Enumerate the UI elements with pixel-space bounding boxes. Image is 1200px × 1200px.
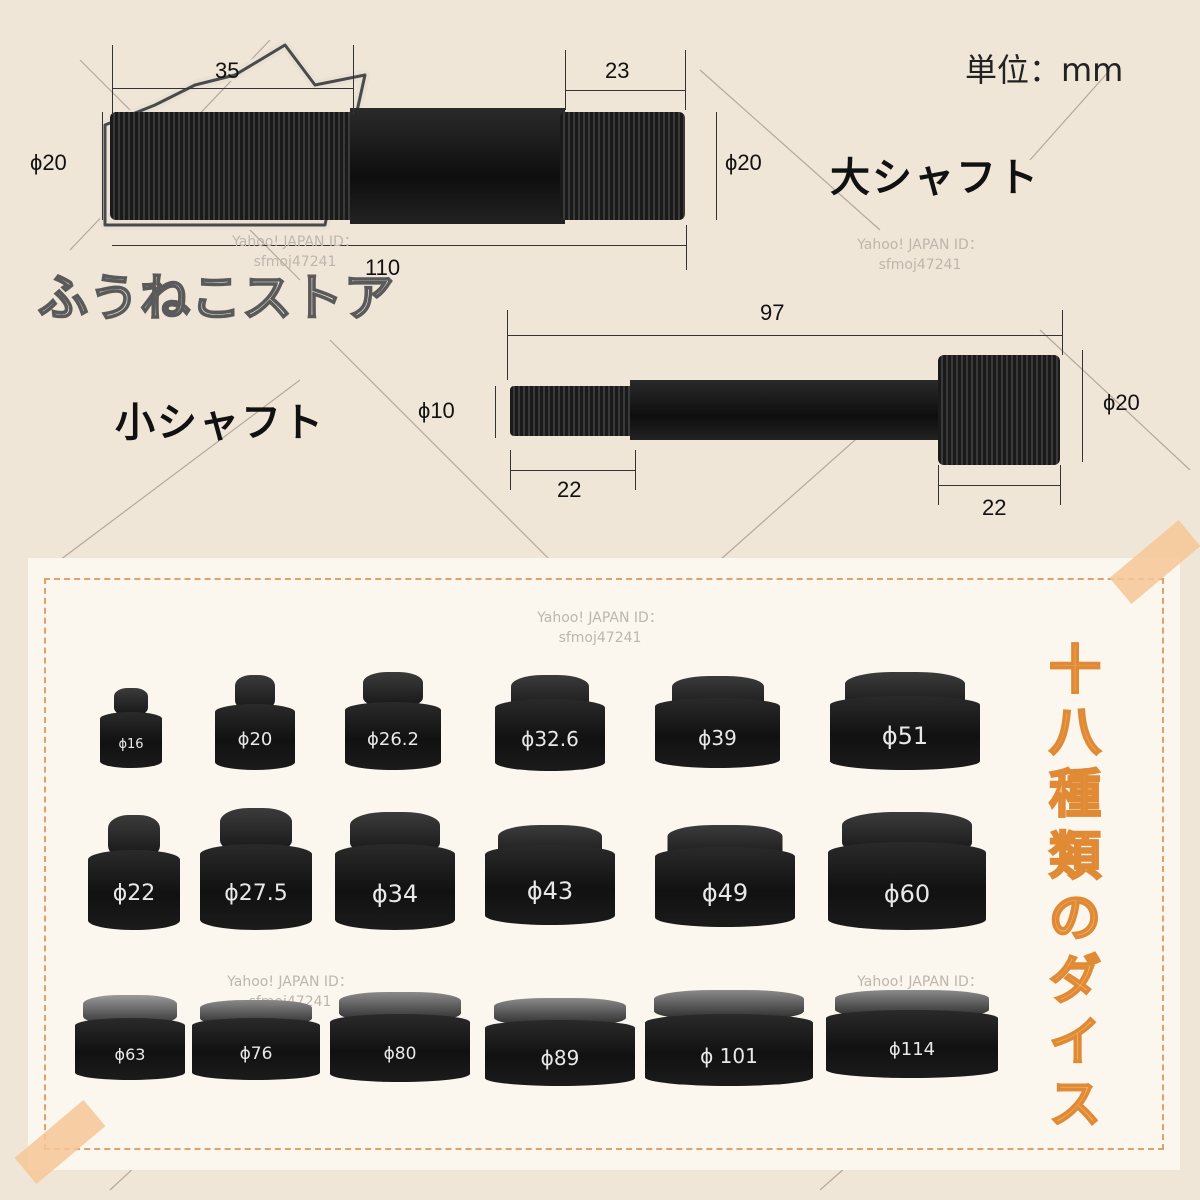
- dia-right-line: [716, 112, 717, 220]
- large-shaft-title: 大シャフト: [830, 155, 1040, 201]
- dim-22-left-line: [510, 470, 635, 471]
- die-27-5: ϕ27.5: [200, 808, 312, 930]
- watermark: Yahoo! JAPAN ID：sfmoj47241: [537, 610, 663, 646]
- dies-caption: 十八種類のダイス: [1048, 640, 1102, 1136]
- dim-35-label: 35: [215, 58, 240, 83]
- dim-23-ext-right: [685, 50, 686, 110]
- die-101: ϕ 101: [645, 990, 813, 1086]
- large-shaft-dia-left: ϕ20: [30, 150, 67, 175]
- dim-23-ext-left: [565, 50, 566, 110]
- large-shaft-body: [350, 108, 565, 224]
- dim-97-label: 97: [760, 300, 785, 325]
- small-shaft-dia-right: ϕ20: [1103, 390, 1140, 415]
- die-34: ϕ34: [335, 812, 455, 930]
- small-shaft-dia-left: ϕ10: [418, 398, 455, 423]
- dia-left-line: [102, 112, 103, 220]
- die-32-6: ϕ32.6: [495, 675, 605, 771]
- dim-97-ext-right: [1062, 310, 1063, 355]
- die-60: ϕ60: [828, 812, 986, 930]
- die-63: ϕ63: [75, 995, 185, 1080]
- small-shaft-thread-left: [510, 386, 635, 436]
- die-22: ϕ22: [88, 815, 180, 930]
- die-39: ϕ39: [655, 676, 780, 768]
- die-16: ϕ16: [100, 688, 162, 768]
- dim-110-ext-right: [686, 225, 687, 270]
- dim-22-left-ext2: [635, 450, 636, 490]
- dim-23-line: [565, 90, 685, 91]
- store-logo-cat-icon: [100, 40, 390, 230]
- dim-22-left-ext: [510, 450, 511, 490]
- dim-35-ext-left: [112, 45, 113, 115]
- small-shaft-dim-22-left: 22: [557, 477, 582, 502]
- large-shaft-dia-right: ϕ20: [725, 150, 762, 175]
- store-logo-text: ふうねこストア: [37, 268, 395, 328]
- die-20: ϕ20: [215, 675, 295, 770]
- dim-110-line: [112, 245, 686, 246]
- unit-label: 単位：mm: [965, 51, 1124, 89]
- die-76: ϕ76: [192, 1000, 320, 1080]
- die-51: ϕ51: [830, 672, 980, 770]
- dim-22-right-ext2: [1060, 465, 1061, 505]
- dim-35-line: [112, 88, 354, 89]
- die-114: ϕ114: [826, 990, 998, 1078]
- dies-panel-border: [44, 578, 1164, 1150]
- small-shaft-thread-right: [938, 355, 1060, 465]
- dim-97-ext-left: [507, 310, 508, 380]
- large-shaft-thread-left: [110, 112, 355, 220]
- small-dia-right-line: [1082, 350, 1083, 462]
- dim-22-right-line: [938, 485, 1060, 486]
- watermark: Yahoo! JAPAN ID：sfmoj47241: [232, 234, 358, 270]
- die-43: ϕ43: [485, 825, 615, 925]
- die-80: ϕ80: [330, 992, 470, 1082]
- dim-35-ext-right: [353, 45, 354, 115]
- watermark: Yahoo! JAPAN ID：sfmoj47241: [857, 237, 983, 273]
- small-shaft-dim-22-right: 22: [982, 495, 1007, 520]
- small-shaft-title: 小シャフト: [115, 400, 325, 446]
- dim-22-right-ext: [938, 465, 939, 505]
- small-dia-left-line: [495, 386, 496, 438]
- small-shaft-body: [630, 380, 940, 440]
- die-49: ϕ49: [655, 825, 795, 927]
- dim-23-label: 23: [605, 58, 630, 83]
- dim-97-line: [507, 335, 1062, 336]
- dim-110-label: 110: [365, 255, 401, 280]
- die-89: ϕ89: [485, 998, 635, 1086]
- large-shaft-thread-right: [560, 112, 685, 220]
- die-26-2: ϕ26.2: [345, 672, 441, 770]
